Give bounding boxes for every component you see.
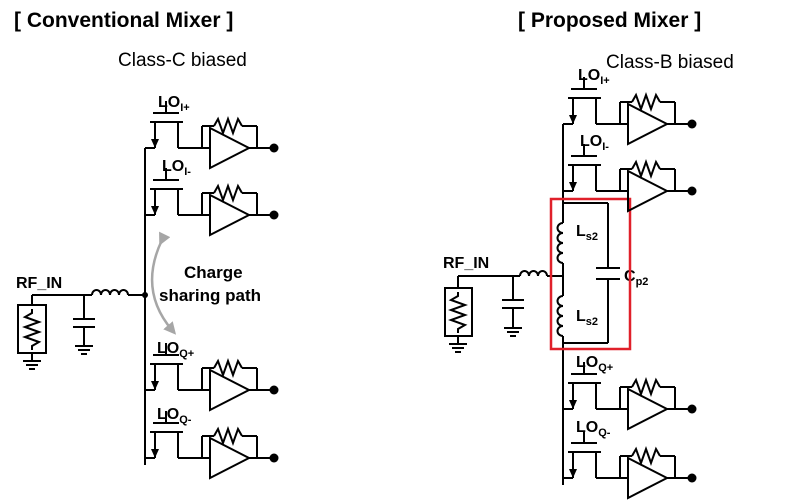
ground-icon bbox=[448, 335, 468, 353]
proposed-mixer-cell-q-minus bbox=[562, 430, 698, 499]
conventional-lo-i-plus-label: LOI+ bbox=[158, 94, 190, 114]
conventional-lo-i-minus-label: LOI- bbox=[162, 158, 191, 178]
resistor-icon bbox=[444, 287, 473, 337]
ground-icon bbox=[503, 319, 523, 337]
charge-sharing-label-line2: sharing path bbox=[159, 286, 261, 305]
capacitor-icon bbox=[73, 295, 95, 338]
proposed-bias-label: Class-B biased bbox=[606, 52, 734, 73]
highlight-box bbox=[549, 197, 632, 351]
inductor-label-bottom: Ls2 bbox=[576, 308, 598, 328]
capacitor-label: Cp2 bbox=[624, 268, 648, 288]
proposed-mixer-header: [ Proposed Mixer ] bbox=[518, 9, 701, 32]
proposed-rf-in-label: RF_IN bbox=[443, 255, 489, 272]
proposed-lo-i-minus-label: LOI- bbox=[580, 133, 609, 153]
proposed-lo-q-minus-label: LOQ- bbox=[576, 419, 611, 439]
charge-sharing-arrow bbox=[150, 231, 177, 335]
proposed-lo-q-plus-label: LOQ+ bbox=[576, 354, 613, 374]
capacitor-icon bbox=[596, 267, 620, 280]
resistor-icon bbox=[17, 304, 47, 354]
inductor-icon bbox=[91, 289, 129, 296]
inductor-icon bbox=[519, 270, 548, 277]
conventional-lo-q-minus-label: LOQ- bbox=[157, 406, 192, 426]
inductor-label-top: Ls2 bbox=[576, 223, 598, 243]
proposed-mixer-circuit: RF_IN bbox=[443, 67, 698, 499]
conventional-mixer-header: [ Conventional Mixer ] bbox=[14, 9, 233, 32]
proposed-lo-i-plus-label: LOI+ bbox=[578, 67, 610, 87]
conventional-bias-label: Class-C biased bbox=[118, 50, 247, 71]
conventional-mixer-cell-i-minus bbox=[144, 167, 280, 236]
conventional-lo-q-plus-label: LOQ+ bbox=[157, 340, 194, 360]
inductor-icon bbox=[556, 295, 564, 337]
ground-icon bbox=[74, 337, 94, 355]
capacitor-icon bbox=[502, 276, 524, 320]
conventional-mixer-circuit: RF_IN LOI+ LOI bbox=[16, 94, 280, 479]
charge-sharing-label-line1: Charge bbox=[184, 263, 243, 282]
ground-icon bbox=[22, 352, 42, 370]
conventional-rf-in-label: RF_IN bbox=[16, 275, 62, 292]
inductor-icon bbox=[556, 222, 564, 264]
